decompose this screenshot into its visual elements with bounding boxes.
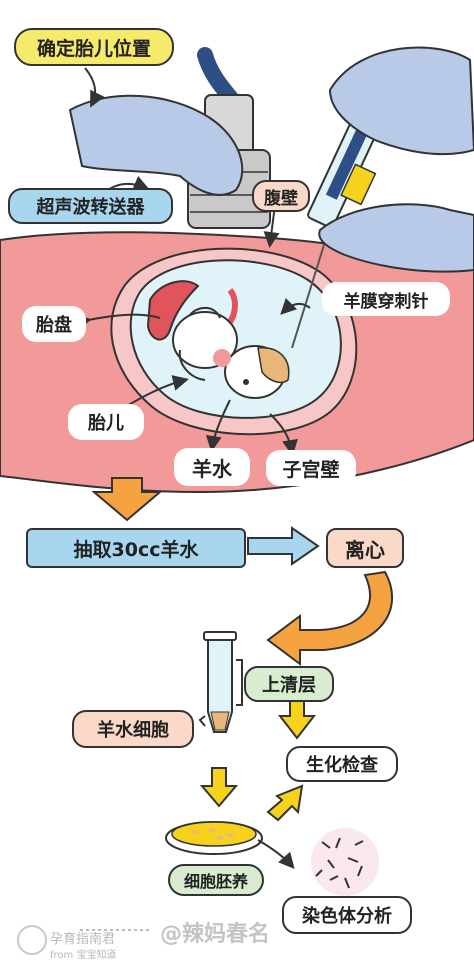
right-glove-upper: [328, 46, 474, 156]
arrow-right: [247, 526, 320, 566]
label-placenta: 胎盘: [22, 306, 86, 342]
right-glove-lower: [318, 203, 474, 273]
label-fetal-position: 确定胎儿位置: [14, 28, 174, 66]
placenta: [146, 280, 200, 341]
fetus: [172, 306, 290, 399]
label-culture: 细胞胚养: [168, 864, 264, 896]
chromosomes: [311, 828, 379, 896]
label-supernatant: 上清层: [244, 666, 334, 702]
arrow-yellow-2: [199, 767, 239, 808]
label-uterine-wall: 子宫壁: [266, 450, 356, 486]
label-needle: 羊膜穿刺针: [322, 282, 450, 316]
watermark-author: @辣妈春名: [160, 922, 271, 947]
watermark-logo-sub: from 宝宝知道: [50, 950, 117, 961]
label-abdominal-wall: 腹壁: [252, 180, 310, 212]
label-fetus: 胎儿: [68, 404, 144, 440]
petri-dish: [165, 821, 263, 855]
arrow-yellow-3: [266, 784, 304, 822]
test-tube: [198, 631, 243, 733]
label-biochem: 生化检查: [286, 746, 398, 782]
label-ultrasound: 超声波转送器: [8, 188, 173, 224]
label-extract: 抽取30cc羊水: [26, 528, 246, 568]
label-amniotic-fluid: 羊水: [174, 448, 250, 486]
label-chromosome: 染色体分析: [282, 896, 412, 934]
watermark-logo: 孕育指南君: [50, 932, 116, 947]
syringe: [291, 110, 382, 349]
left-glove: [68, 94, 244, 196]
label-centrifuge: 离心: [326, 528, 404, 568]
arrow-yellow-1: [277, 699, 317, 740]
label-amniotic-cells: 羊水细胞: [72, 710, 194, 748]
arrow-curve: [266, 570, 394, 666]
arrow-down-1: [91, 477, 163, 522]
